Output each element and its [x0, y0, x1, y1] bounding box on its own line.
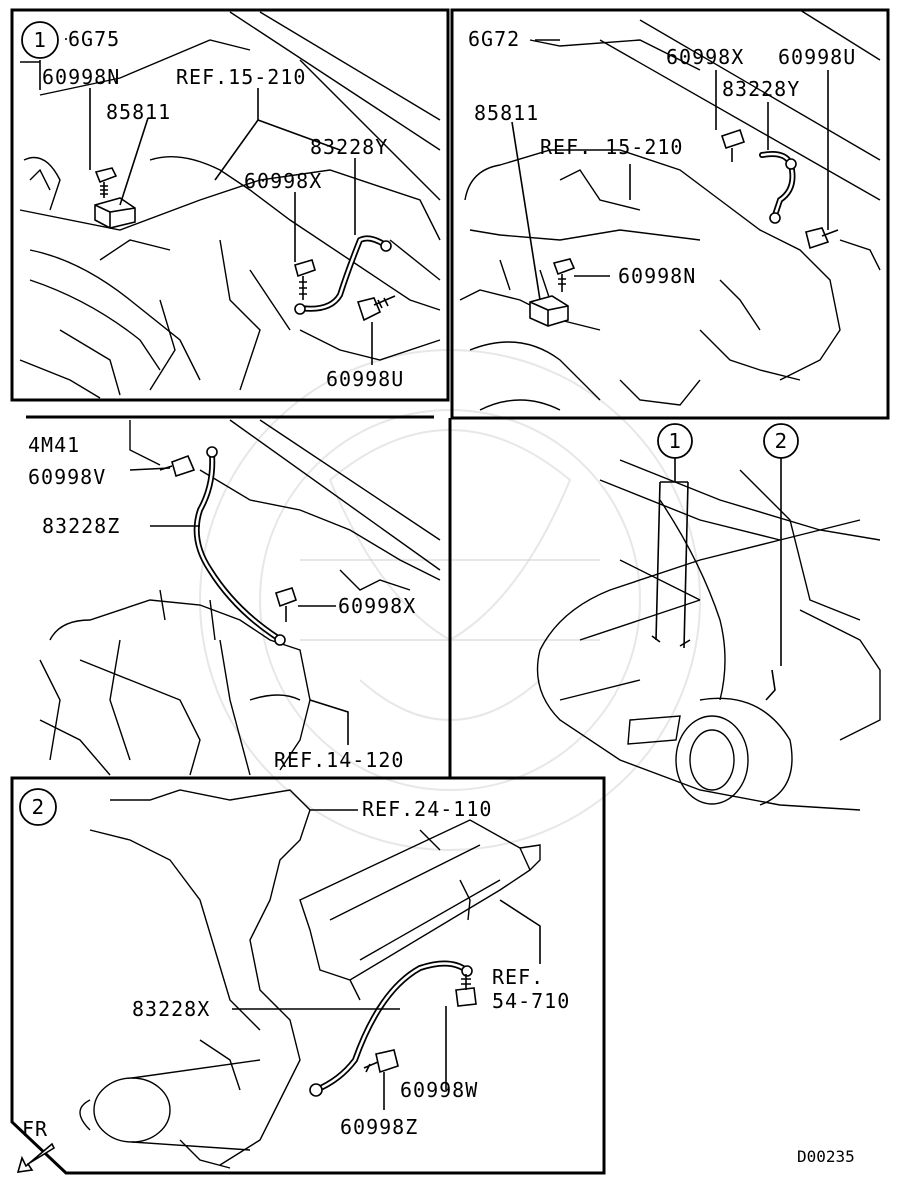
circle-number: 1	[34, 28, 47, 52]
label-ref-24-110: REF.24-110	[362, 797, 492, 821]
bolt-60998w-icon	[455, 974, 477, 1007]
engine-code-6g72: 6G72	[468, 27, 520, 51]
engine-code-6g75: 6G75	[68, 27, 120, 51]
label-83228y: 83228Y	[310, 135, 388, 159]
circle-number: 2	[32, 795, 45, 819]
bolt-60998u-icon-b	[805, 227, 839, 250]
engine-code-4m41: 4M41	[28, 433, 80, 457]
transmission-drawing	[79, 789, 541, 1169]
callout-circle-2b: 2	[763, 423, 799, 459]
panel-4m41: 4M41 60998V 83228Z 60998X REF.14-120	[26, 415, 441, 776]
ground-strap-83228x-icon	[309, 960, 473, 1097]
circle-number: 2	[775, 429, 788, 453]
circle-number: 1	[669, 429, 682, 453]
leaders-p2	[511, 39, 829, 301]
diagram-code: D00235	[797, 1147, 855, 1166]
label-85811-b: 85811	[474, 101, 539, 125]
leaders-p4	[651, 458, 782, 701]
ground-strap-83228z-icon	[193, 446, 286, 646]
label-60998x-c: 60998X	[338, 594, 416, 618]
label-60998w: 60998W	[400, 1078, 478, 1102]
label-85811: 85811	[106, 100, 171, 124]
ground-strap-83228y-icon	[294, 235, 392, 315]
panel-6g72: 6G72 60998X 60998U 83228Y 85811 REF. 15-…	[450, 8, 890, 420]
ground-strap-83228y-icon-b	[759, 151, 797, 224]
leaders-p5	[232, 809, 541, 1110]
label-ref-54-710-line2: 54-710	[492, 989, 570, 1013]
front-direction-arrow-icon	[16, 1142, 56, 1173]
callout-circle-2: 2	[19, 788, 57, 826]
label-fr: FR	[22, 1117, 48, 1141]
engine-4m41-drawing	[39, 419, 441, 776]
panel-6g75: 1 6G75 60998N REF.15-210 85811 83228Y 60…	[10, 8, 450, 402]
callout-circle-1: 1	[21, 21, 59, 59]
label-60998n-b: 60998N	[618, 264, 696, 288]
label-60998n: 60998N	[42, 65, 120, 89]
sensor-85811-icon-b	[529, 295, 569, 327]
label-ref-15-210-b: REF. 15-210	[540, 135, 683, 159]
bolt-60998n-icon	[94, 167, 118, 198]
label-60998v: 60998V	[28, 465, 106, 489]
engine-6g75-drawing	[19, 11, 441, 399]
label-60998z: 60998Z	[340, 1115, 418, 1139]
label-83228y-b: 83228Y	[722, 77, 800, 101]
label-60998u-b: 60998U	[778, 45, 856, 69]
label-ref-54-710-line1: REF.	[492, 965, 544, 989]
panel-vehicle: 1 2	[448, 418, 881, 811]
bolt-60998v-icon	[159, 454, 196, 478]
label-ref-15-210: REF.15-210	[176, 65, 306, 89]
label-83228z: 83228Z	[42, 514, 120, 538]
leaders-p1	[20, 38, 373, 365]
bolt-60998z-icon	[363, 1049, 399, 1074]
bolt-60998x-icon-b	[720, 128, 746, 162]
callout-circle-1b: 1	[657, 423, 693, 459]
sensor-85811-icon	[94, 197, 136, 229]
label-60998u: 60998U	[326, 367, 404, 391]
label-60998x-b: 60998X	[666, 45, 744, 69]
engine-6g72-drawing	[459, 9, 881, 411]
leaders-p3	[129, 467, 349, 745]
vehicle-drawing	[536, 459, 881, 811]
bolt-60998x-icon	[294, 259, 316, 300]
panel-transmission: 2 REF.24-110 REF. 54-710 83228X 60998W 6…	[10, 776, 606, 1175]
label-60998x: 60998X	[244, 169, 322, 193]
bolt-60998u-icon	[356, 295, 396, 322]
label-ref-14-120: REF.14-120	[274, 748, 404, 772]
label-83228x: 83228X	[132, 997, 210, 1021]
bolt-60998n-icon-b	[552, 258, 576, 292]
bolt-60998x-icon-c	[275, 587, 298, 622]
